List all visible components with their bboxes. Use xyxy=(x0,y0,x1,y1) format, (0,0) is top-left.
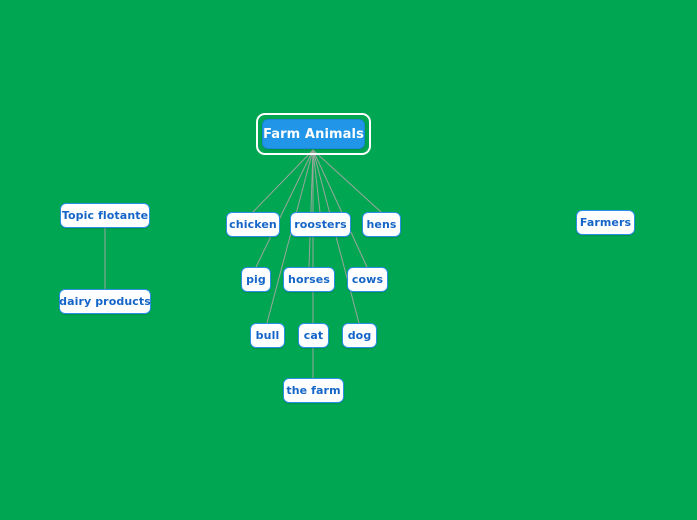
node-label: Farm Animals xyxy=(263,126,364,142)
mindmap-topic-bull[interactable]: bull xyxy=(250,323,285,348)
mindmap-topic-topic-flotante[interactable]: Topic flotante xyxy=(60,203,150,228)
node-label: cows xyxy=(351,273,384,286)
node-label: bull xyxy=(255,329,280,342)
node-label: chicken xyxy=(229,218,277,231)
mindmap-topic-pig[interactable]: pig xyxy=(241,267,271,292)
node-label: horses xyxy=(288,273,330,286)
node-label: Topic flotante xyxy=(61,209,149,222)
mindmap-root-node[interactable]: Farm Animals xyxy=(262,119,365,149)
mindmap-topic-farmers[interactable]: Farmers xyxy=(576,210,635,235)
node-label: hens xyxy=(366,218,397,231)
mindmap-topic-hens[interactable]: hens xyxy=(362,212,401,237)
mindmap-topic-the-farm[interactable]: the farm xyxy=(283,378,344,403)
mindmap-edge xyxy=(255,149,314,268)
mindmap-topic-dog[interactable]: dog xyxy=(342,323,377,348)
node-label: Farmers xyxy=(579,216,632,229)
mindmap-topic-cows[interactable]: cows xyxy=(347,267,388,292)
mindmap-topic-horses[interactable]: horses xyxy=(283,267,335,292)
node-label: pig xyxy=(246,273,266,286)
node-label: the farm xyxy=(286,384,341,397)
mindmap-edge xyxy=(252,149,314,213)
node-label: dairy products xyxy=(59,295,151,308)
mindmap-topic-roosters[interactable]: roosters xyxy=(290,212,351,237)
node-label: cat xyxy=(303,329,324,342)
mindmap-topic-dairy-products[interactable]: dairy products xyxy=(59,289,151,314)
node-label: roosters xyxy=(294,218,347,231)
node-label: dog xyxy=(347,329,372,342)
mindmap-topic-cat[interactable]: cat xyxy=(298,323,329,348)
mindmap-edge xyxy=(312,149,368,268)
mindmap-topic-chicken[interactable]: chicken xyxy=(226,212,280,237)
mindmap-edge xyxy=(312,149,321,213)
mindmap-edge xyxy=(312,149,382,213)
mindmap-edge xyxy=(308,149,314,268)
